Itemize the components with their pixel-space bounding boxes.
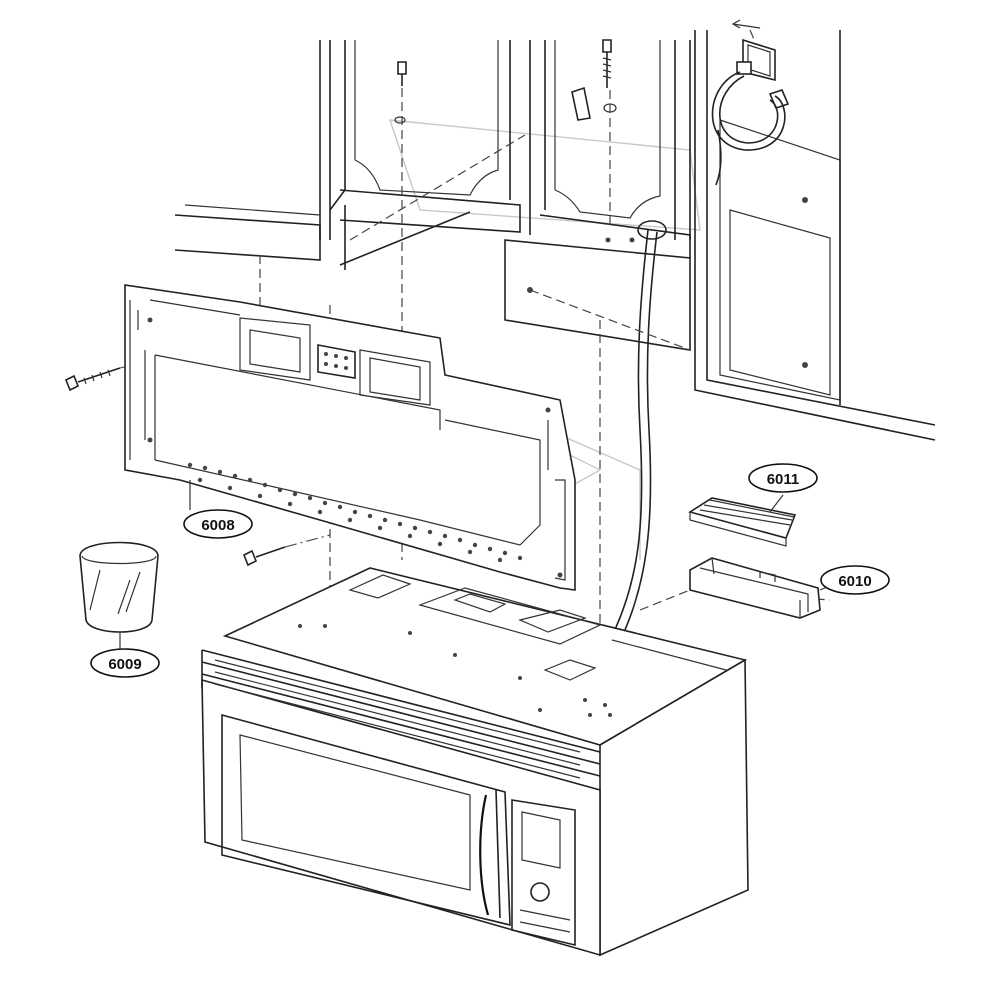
side-cabinet — [694, 30, 936, 441]
callout-6009-label: 6009 — [108, 656, 141, 673]
plate-hole-row — [187, 462, 523, 563]
upper-cabinet-right — [504, 40, 691, 351]
callout-6011: 6011 — [748, 463, 818, 493]
damper-housing — [689, 557, 833, 619]
wall-outlet-and-cord — [584, 19, 790, 681]
callout-6008: 6008 — [183, 480, 253, 539]
callout-6011-label: 6011 — [767, 471, 800, 488]
grease-filter — [79, 541, 159, 650]
callout-6008-label: 6008 — [201, 517, 234, 534]
callout-6010-label: 6010 — [838, 573, 871, 590]
microwave-oven — [201, 567, 749, 957]
mounting-plate — [124, 284, 576, 591]
callout-6010: 6010 — [820, 565, 890, 595]
mounting-screws — [64, 39, 617, 567]
callout-6009: 6009 — [90, 648, 160, 678]
filter-cover — [688, 494, 797, 547]
upper-cabinet-left — [174, 40, 521, 270]
